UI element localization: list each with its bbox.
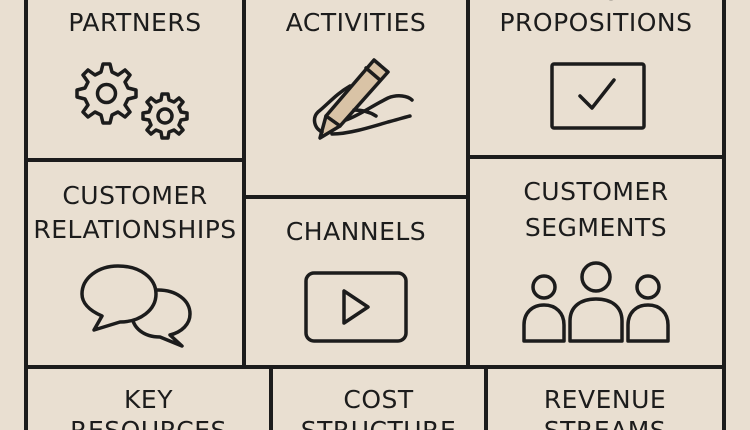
cell-key-resources: KEY RESOURCES [26, 367, 271, 430]
customer-relationships-title-line-1: CUSTOMER [62, 181, 208, 210]
customer-relationships-title-line-2: RELATIONSHIPS [33, 215, 237, 244]
customer-segments-title-line-2: SEGMENTS [524, 213, 668, 242]
key-resources-title-line-1: KEY [124, 385, 173, 414]
cell-cost-structure: COST STRUCTURE [271, 367, 486, 430]
revenue-streams-title-line-1: REVENUE [543, 385, 667, 414]
key-partners-title-line-2: PARTNERS [68, 8, 202, 37]
cell-customer-segments: CUSTOMER SEGMENTS [468, 157, 724, 367]
cell-channels: CHANNELS [244, 197, 468, 367]
cell-key-activities: KEY ACTIVITIES [244, 0, 468, 197]
key-activities-title-line-2: ACTIVITIES [285, 8, 427, 37]
revenue-streams-title-line-2: STREAMS [486, 414, 724, 430]
gears-icon [70, 58, 200, 148]
cost-structure-title-line-1: COST [343, 385, 414, 414]
channels-title: CHANNELS [285, 217, 427, 246]
people-group-icon [520, 257, 672, 347]
key-partners-title-line-1: KEY [26, 0, 244, 9]
key-resources-title-line-2: RESOURCES [26, 414, 271, 430]
cell-key-partners: KEY PARTNERS [26, 0, 244, 160]
cell-value-propositions: VALUE PROPOSITIONS [468, 0, 724, 157]
key-activities-title-line-1: KEY [244, 0, 468, 9]
pencil-hand-icon [292, 54, 422, 154]
cell-customer-relationships: CUSTOMER RELATIONSHIPS [26, 160, 244, 367]
checkbox-icon [550, 62, 646, 130]
cost-structure-title-line-2: STRUCTURE [271, 414, 486, 430]
value-propositions-title-line-2: PROPOSITIONS [499, 8, 693, 37]
play-button-icon [304, 271, 408, 343]
customer-segments-title-line-1: CUSTOMER [523, 177, 669, 206]
cell-revenue-streams: REVENUE STREAMS [486, 367, 724, 430]
chat-bubbles-icon [78, 260, 198, 350]
value-propositions-title-line-1: VALUE [468, 0, 724, 9]
